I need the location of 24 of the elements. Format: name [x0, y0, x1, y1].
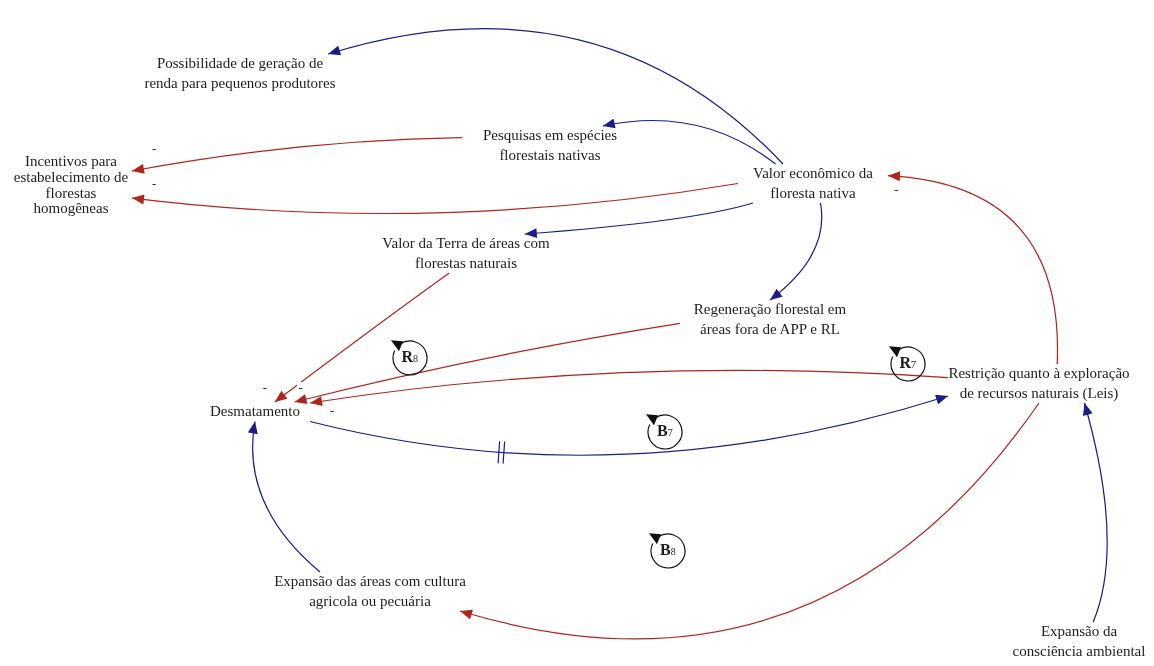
causal-arrow — [459, 402, 1040, 640]
variable-label: Restrição quanto à exploração de recursos naturais (Leis) — [948, 364, 1130, 403]
variable-label: Desmatamento — [200, 402, 310, 422]
causal-arrow — [327, 28, 784, 165]
causal-arrow — [274, 272, 450, 403]
causal-arrow — [309, 369, 949, 407]
variable-label: Regeneração florestal em áreas fora de APP e RL — [680, 300, 860, 339]
causal-arrow — [309, 394, 949, 456]
variable-label: Possibilidade de geração de renda para pequenos produtores — [142, 54, 338, 93]
variable-label: Expansão da consciência ambiental — [1008, 622, 1150, 661]
causal-arrow — [294, 322, 681, 404]
causal-arrow — [1082, 402, 1108, 623]
causal-arrow — [524, 202, 754, 239]
causal-arrow — [887, 171, 1058, 365]
variable-label: Incentivos para estabelecimento de florestas homogêneas — [10, 154, 132, 217]
causal-arrow — [131, 137, 463, 174]
variable-label: Expansão das áreas com cultura agricola ou pecuária — [270, 572, 470, 611]
causal-arrow — [602, 118, 777, 165]
variable-label: Pesquisas em espécies florestais nativas — [462, 126, 638, 165]
variable-label: Valor econômico da floresta nativa — [738, 164, 888, 203]
variable-label: Valor da Terra de áreas com florestas naturais — [382, 234, 550, 273]
causal-arrow — [769, 202, 823, 301]
causal-arrow — [248, 420, 321, 573]
causal-arrow — [131, 182, 739, 215]
